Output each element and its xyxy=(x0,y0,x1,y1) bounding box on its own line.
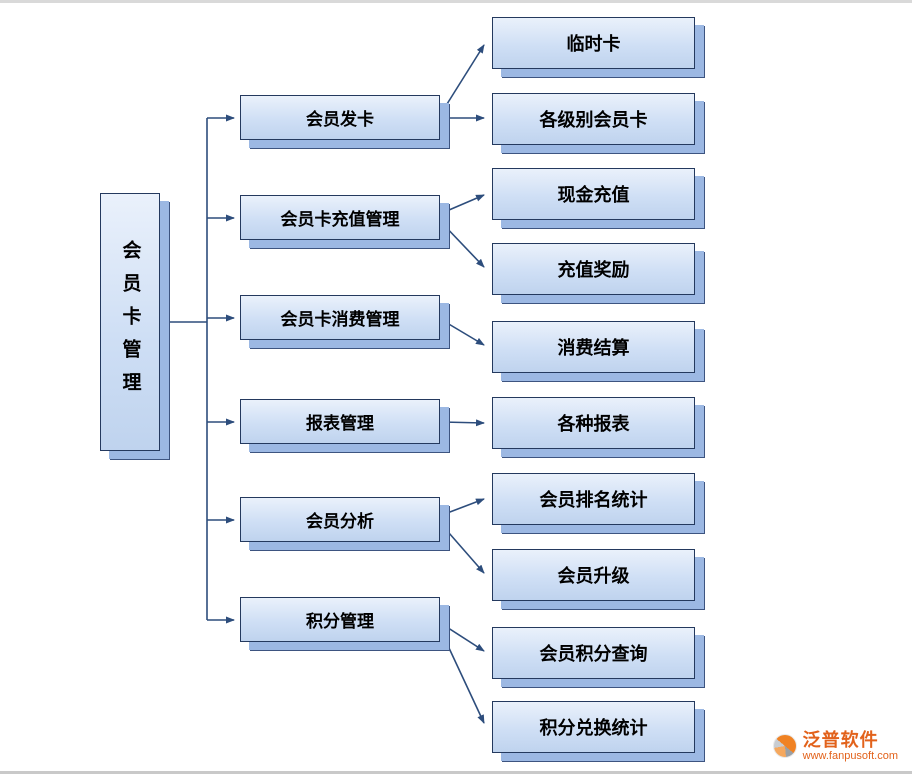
node-label: 会员卡消费管理 xyxy=(280,310,400,329)
node-label: 消费结算 xyxy=(557,338,630,358)
node-member-analysis: 会员分析 xyxy=(240,497,440,542)
node-label: 会员卡充值管理 xyxy=(280,210,400,229)
node-card-issuing: 会员发卡 xyxy=(240,95,440,140)
node-points-management: 积分管理 xyxy=(240,597,440,642)
node-level-member-cards: 各级别会员卡 xyxy=(492,93,695,145)
node-label: 各种报表 xyxy=(557,414,630,434)
node-member-upgrade: 会员升级 xyxy=(492,549,695,601)
fanpu-brand-text: 泛普软件 xyxy=(802,729,879,750)
node-label: 积分兑换统计 xyxy=(539,718,648,738)
node-label: 会员卡管理 xyxy=(119,239,141,405)
node-recharge-reward: 充值奖励 xyxy=(492,243,695,295)
node-label: 会员积分查询 xyxy=(539,644,648,664)
node-member-ranking-stats: 会员排名统计 xyxy=(492,473,695,525)
node-report-management: 报表管理 xyxy=(240,399,440,444)
node-label: 各级别会员卡 xyxy=(539,110,648,130)
node-label: 积分管理 xyxy=(306,612,374,631)
node-points-exchange-stats: 积分兑换统计 xyxy=(492,701,695,753)
node-label: 会员分析 xyxy=(306,512,374,531)
fanpu-logo-icon xyxy=(772,734,797,759)
node-label: 会员发卡 xyxy=(306,110,374,129)
node-consumption-management: 会员卡消费管理 xyxy=(240,295,440,340)
node-label: 会员排名统计 xyxy=(539,490,648,510)
node-label: 报表管理 xyxy=(306,414,374,433)
node-consumption-settlement: 消费结算 xyxy=(492,321,695,373)
node-label: 充值奖励 xyxy=(557,260,630,280)
fanpu-site-text: www.fanpusoft.com xyxy=(802,750,898,763)
node-member-card-management: 会员卡管理 xyxy=(100,193,160,451)
node-recharge-management: 会员卡充值管理 xyxy=(240,195,440,240)
node-temporary-card: 临时卡 xyxy=(492,17,695,69)
node-various-reports: 各种报表 xyxy=(492,397,695,449)
fanpu-watermark: 泛普软件 www.fanpusoft.com xyxy=(772,729,898,763)
node-label: 会员升级 xyxy=(557,566,630,586)
node-cash-recharge: 现金充值 xyxy=(492,168,695,220)
node-label: 现金充值 xyxy=(557,185,630,205)
node-member-points-query: 会员积分查询 xyxy=(492,627,695,679)
node-label: 临时卡 xyxy=(566,34,621,54)
